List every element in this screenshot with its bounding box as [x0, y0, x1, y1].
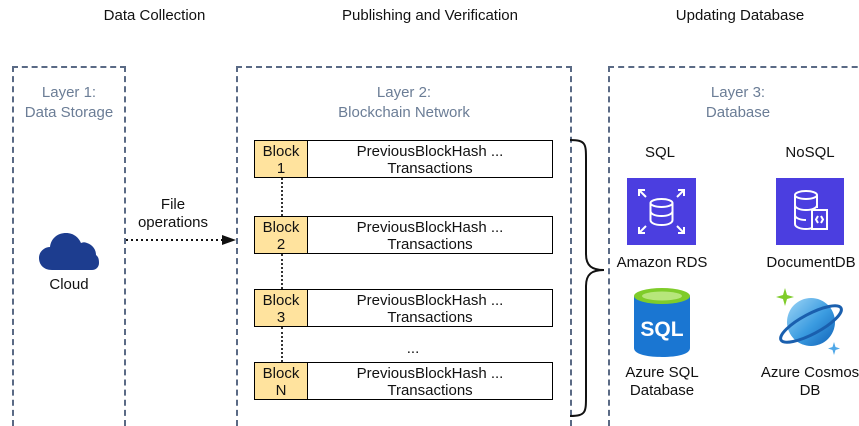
header-publishing-verification: Publishing and Verification	[342, 7, 518, 24]
block-2-number: 2	[276, 236, 286, 253]
cloud-icon	[39, 233, 99, 270]
block-2-id: Block 2	[255, 217, 308, 253]
layer2-title-line1: Layer 2:	[376, 84, 432, 101]
chain-link-3-n	[281, 327, 283, 362]
header-data-collection: Data Collection	[103, 7, 206, 24]
block-1-transactions: Transactions	[387, 160, 473, 177]
block-n-id: Block N	[255, 363, 308, 399]
chain-link-1-2	[281, 178, 283, 216]
block-1-hash: PreviousBlockHash ...	[356, 143, 504, 160]
block-1-content: PreviousBlockHash ... Transactions	[308, 141, 552, 177]
block-3: Block 3 PreviousBlockHash ... Transactio…	[254, 289, 553, 327]
block-2-content: PreviousBlockHash ... Transactions	[308, 217, 552, 253]
block-3-content: PreviousBlockHash ... Transactions	[308, 290, 552, 326]
block-1-number: 1	[276, 160, 286, 177]
block-1-id: Block 1	[255, 141, 308, 177]
azure-sql-label-line1: Azure SQL	[625, 364, 699, 381]
documentdb-label: DocumentDB	[766, 254, 856, 271]
sql-header: SQL	[644, 144, 675, 161]
azure-cosmos-label-line1: Azure Cosmos	[760, 364, 859, 381]
chain-link-2-3	[281, 254, 283, 289]
layer1-box	[12, 66, 126, 426]
azure-sql-database-icon: SQL	[634, 288, 690, 357]
block-n-number: N	[275, 382, 287, 399]
file-operations-arrow	[126, 235, 236, 245]
layer1-title: Layer 1: Data Storage	[12, 83, 126, 123]
block-1-word: Block	[262, 143, 300, 160]
layer1-title-line2: Data Storage	[24, 104, 114, 121]
azure-sql-logo-text: SQL	[640, 318, 683, 341]
amazon-rds-label: Amazon RDS	[616, 254, 708, 271]
azure-cosmos-label-line2: DB	[799, 382, 821, 399]
block-n: Block N PreviousBlockHash ... Transactio…	[254, 362, 553, 400]
block-3-hash: PreviousBlockHash ...	[356, 292, 504, 309]
layer2-title-line2: Blockchain Network	[338, 104, 470, 121]
layer2-box	[236, 66, 572, 426]
block-1: Block 1 PreviousBlockHash ... Transactio…	[254, 140, 553, 178]
block-2: Block 2 PreviousBlockHash ... Transactio…	[254, 216, 553, 254]
documentdb-icon	[776, 178, 844, 245]
layer3-title-line2: Database	[705, 104, 771, 121]
block-3-word: Block	[262, 292, 300, 309]
block-n-transactions: Transactions	[387, 382, 473, 399]
block-3-transactions: Transactions	[387, 309, 473, 326]
file-operations-line1: File	[160, 196, 186, 213]
file-operations-line2: operations	[137, 214, 209, 231]
block-2-word: Block	[262, 219, 300, 236]
block-2-hash: PreviousBlockHash ...	[356, 219, 504, 236]
header-updating-database: Updating Database	[675, 7, 805, 24]
azure-cosmos-db-icon	[776, 288, 843, 355]
block-n-content: PreviousBlockHash ... Transactions	[308, 363, 552, 399]
layer1-title-line1: Layer 1:	[41, 84, 97, 101]
block-3-id: Block 3	[255, 290, 308, 326]
file-operations-label: File operations	[126, 196, 220, 232]
layer3-title: Layer 3: Database	[608, 83, 859, 123]
layer2-title: Layer 2: Blockchain Network	[236, 83, 572, 123]
block-n-hash: PreviousBlockHash ...	[356, 365, 504, 382]
cloud-label: Cloud	[49, 276, 89, 293]
block-2-transactions: Transactions	[387, 236, 473, 253]
block-3-number: 3	[276, 309, 286, 326]
layer3-title-line1: Layer 3:	[710, 84, 766, 101]
nosql-header: NoSQL	[785, 144, 835, 161]
azure-cosmos-db-label: Azure Cosmos DB	[750, 364, 859, 400]
layer3-box	[608, 66, 859, 426]
azure-sql-label-line2: Database	[629, 382, 695, 399]
block-n-word: Block	[262, 365, 300, 382]
azure-sql-label: Azure SQL Database	[600, 364, 724, 400]
curly-brace	[569, 139, 605, 417]
amazon-rds-icon	[627, 178, 696, 245]
block-ellipsis: ...	[406, 340, 420, 357]
